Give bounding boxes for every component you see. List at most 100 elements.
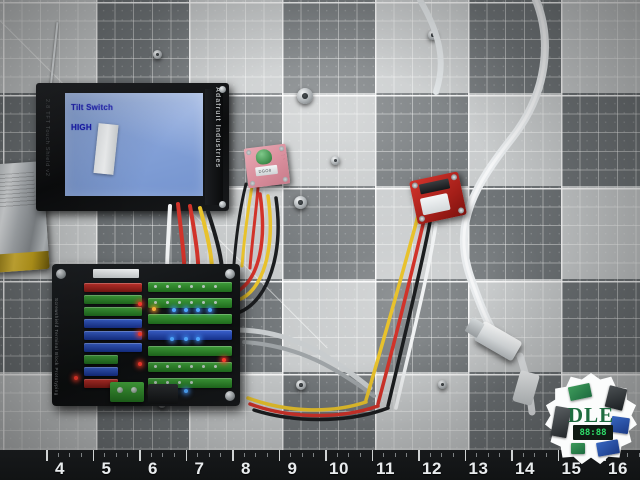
ruler-minor-tick bbox=[522, 453, 524, 457]
ruler-tick bbox=[139, 450, 141, 461]
status-led bbox=[196, 337, 200, 341]
ruler-minor-tick bbox=[301, 453, 303, 457]
ruler-tick bbox=[185, 450, 187, 461]
dle-logo-watermark: DLE 88:88 bbox=[545, 373, 637, 465]
status-led bbox=[138, 332, 142, 336]
screw-terminal-shield: Screwshield Terminal Block Prototyping bbox=[52, 264, 240, 406]
ruler-number: 10 bbox=[329, 459, 349, 478]
metal-standoff bbox=[153, 50, 162, 59]
ruler-minor-tick bbox=[348, 453, 350, 457]
ruler-minor-tick bbox=[534, 453, 536, 457]
ruler-minor-tick bbox=[243, 453, 245, 457]
ruler-minor-tick bbox=[406, 453, 408, 457]
ruler-number: 16 bbox=[608, 459, 628, 478]
ruler-minor-tick bbox=[173, 453, 175, 457]
terminal-block bbox=[84, 355, 118, 364]
status-led bbox=[184, 308, 188, 312]
ruler-number: 11 bbox=[376, 459, 395, 478]
lcd-mount-hole bbox=[219, 201, 226, 208]
terminal-block bbox=[84, 295, 142, 304]
ruler-minor-tick bbox=[208, 453, 210, 457]
metal-standoff bbox=[297, 88, 313, 104]
terminal-block bbox=[148, 330, 232, 340]
ruler-minor-tick bbox=[452, 453, 454, 457]
ruler-minor-tick bbox=[69, 453, 71, 457]
ruler-minor-tick bbox=[429, 453, 431, 457]
ruler-minor-tick bbox=[638, 453, 640, 457]
logo-seven-segment-display: 88:88 bbox=[573, 425, 613, 440]
terminal-block bbox=[84, 307, 142, 316]
lcd-right-bezel bbox=[205, 89, 223, 205]
ruler-minor-tick bbox=[627, 453, 629, 457]
ruler-tick bbox=[371, 450, 373, 461]
logo-display-digits: 88:88 bbox=[579, 427, 607, 438]
ruler-number: 7 bbox=[194, 459, 205, 478]
ruler-tick bbox=[557, 450, 559, 461]
shield-mount-hole bbox=[225, 391, 235, 401]
ruler-minor-tick bbox=[104, 453, 106, 457]
white-header bbox=[93, 269, 139, 278]
ruler-tick bbox=[92, 450, 94, 461]
ruler-minor-tick bbox=[313, 453, 315, 457]
terminal-block bbox=[84, 343, 142, 352]
metal-standoff bbox=[296, 380, 306, 390]
terminal-block bbox=[84, 379, 118, 388]
ruler-tick bbox=[464, 450, 466, 461]
ruler-tick bbox=[325, 450, 327, 461]
ruler-tick bbox=[46, 450, 48, 461]
ruler-minor-tick bbox=[290, 453, 292, 457]
ruler-minor-tick bbox=[80, 453, 82, 457]
ruler-minor-tick bbox=[220, 453, 222, 457]
lcd-mount-hole bbox=[219, 86, 226, 93]
ruler-number: 5 bbox=[101, 459, 112, 478]
ruler-tick bbox=[511, 450, 513, 461]
status-led bbox=[208, 308, 212, 312]
ruler-minor-tick bbox=[499, 453, 501, 457]
status-led bbox=[138, 362, 142, 366]
lcd-line-1: Tilt Switch bbox=[71, 103, 113, 112]
terminal-block bbox=[84, 283, 142, 292]
ruler-minor-tick bbox=[383, 453, 385, 457]
ruler-minor-tick bbox=[127, 453, 129, 457]
ruler-minor-tick bbox=[394, 453, 396, 457]
metal-standoff bbox=[294, 196, 307, 209]
terminal-block bbox=[84, 331, 142, 340]
status-led bbox=[196, 308, 200, 312]
tft-display[interactable]: Tilt Switch HIGH Adafruit Industries 2.8… bbox=[36, 83, 229, 211]
status-led bbox=[138, 302, 142, 306]
shield-mount-hole bbox=[56, 269, 66, 279]
ruler-minor-tick bbox=[150, 453, 152, 457]
ruler-minor-tick bbox=[266, 453, 268, 457]
ruler-minor-tick bbox=[57, 453, 59, 457]
status-led bbox=[74, 376, 78, 380]
ruler-number: 13 bbox=[468, 459, 489, 478]
status-led bbox=[184, 389, 188, 393]
ruler-tick bbox=[232, 450, 234, 461]
black-connector bbox=[148, 384, 178, 404]
shield-mount-hole bbox=[225, 269, 235, 279]
metal-standoff bbox=[331, 156, 340, 165]
ruler-minor-tick bbox=[336, 453, 338, 457]
ruler-minor-tick bbox=[441, 453, 443, 457]
terminal-block bbox=[84, 367, 118, 376]
mat-light-sheen bbox=[230, 180, 560, 440]
ruler-minor-tick bbox=[476, 453, 478, 457]
ruler-tick bbox=[418, 450, 420, 461]
ruler-minor-tick bbox=[487, 453, 489, 457]
ruler-tick bbox=[278, 450, 280, 461]
ruler-minor-tick bbox=[359, 453, 361, 457]
lcd-glare bbox=[65, 93, 203, 196]
ruler-minor-tick bbox=[115, 453, 117, 457]
ruler-number: 9 bbox=[287, 459, 298, 478]
ruler-minor-tick bbox=[255, 453, 257, 457]
power-screw-terminal bbox=[110, 382, 144, 402]
status-led bbox=[172, 308, 176, 312]
terminal-block bbox=[148, 314, 232, 324]
ruler-minor-tick bbox=[162, 453, 164, 457]
lcd-screen[interactable]: Tilt Switch HIGH bbox=[65, 93, 203, 196]
status-led bbox=[152, 307, 156, 311]
status-led bbox=[170, 337, 174, 341]
